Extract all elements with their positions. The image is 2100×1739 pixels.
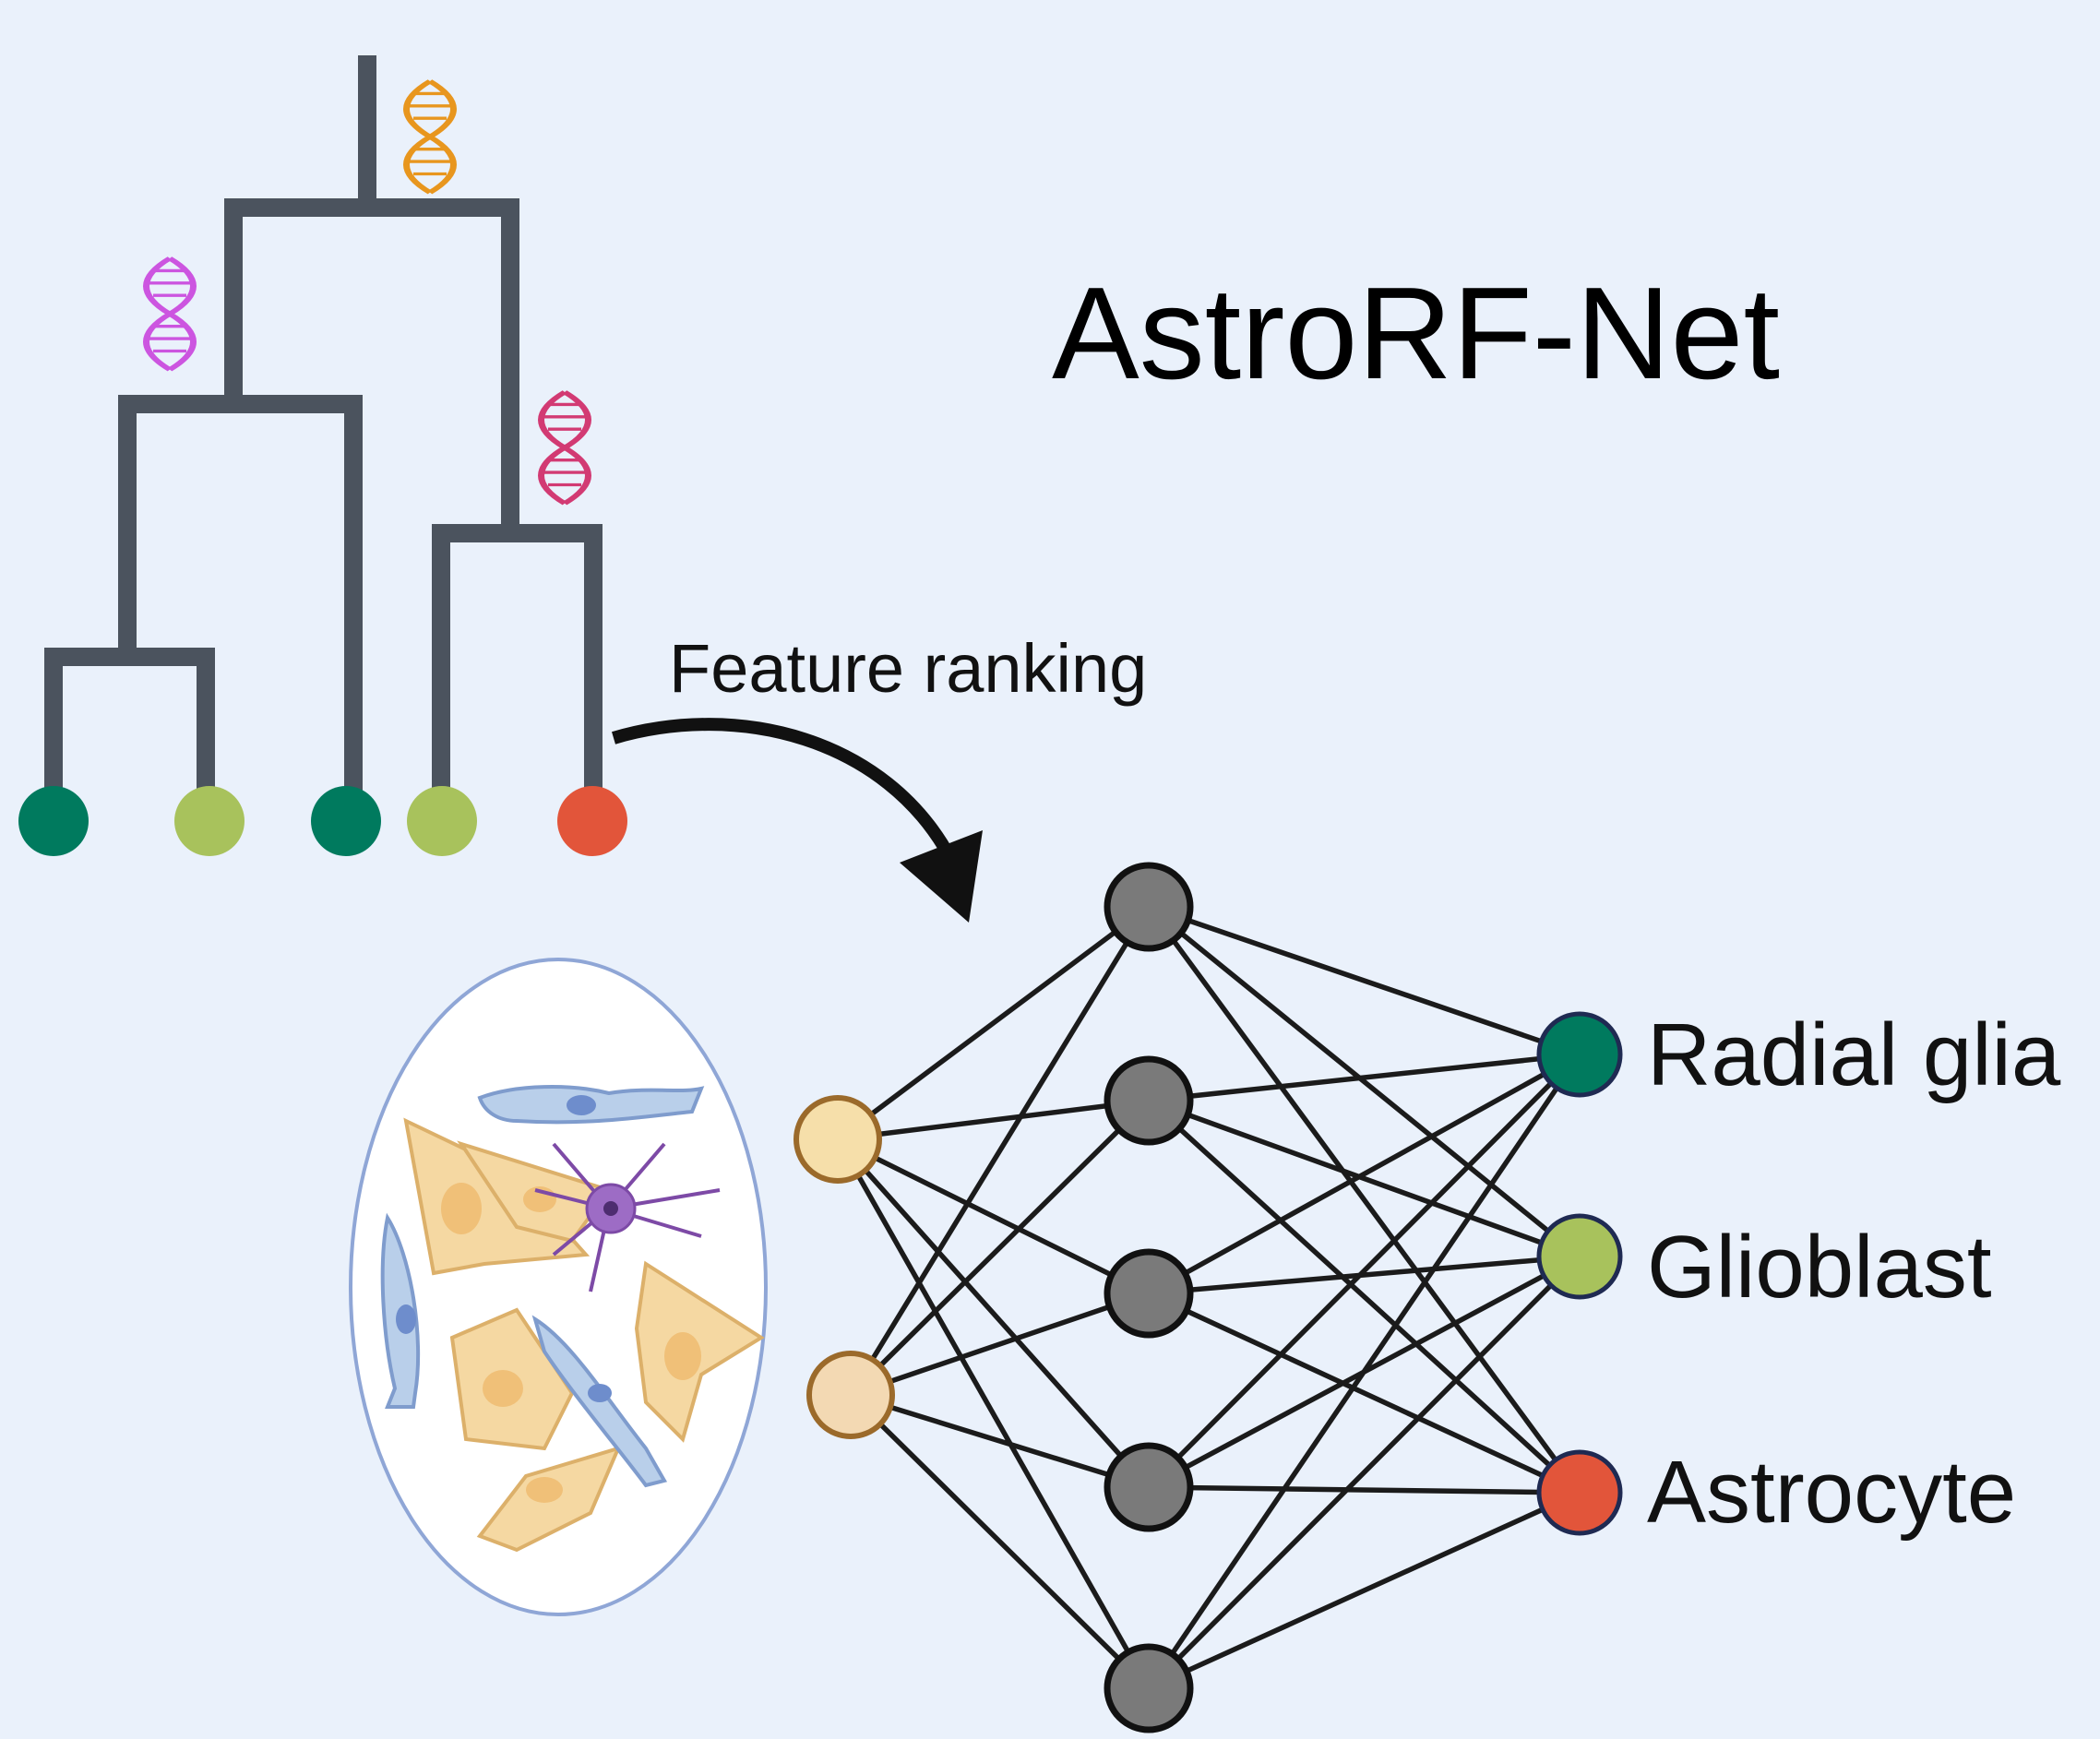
hidden-node-3 bbox=[1104, 1248, 1194, 1339]
edge-input-2-hidden-4 bbox=[850, 1392, 1150, 1490]
edge-input-1-hidden-4 bbox=[835, 1137, 1151, 1489]
neural-network bbox=[793, 862, 1623, 1733]
tree-leaf-astrocyte bbox=[557, 786, 627, 856]
feature-ranking-label: Feature ranking bbox=[669, 630, 1147, 707]
tree-leaf-radial-glia bbox=[311, 786, 381, 856]
edge-input-1-hidden-1 bbox=[836, 904, 1151, 1142]
edge-input-1-hidden-2 bbox=[837, 1098, 1150, 1142]
edge-input-2-hidden-1 bbox=[848, 905, 1151, 1397]
edge-hidden-1-output-2 bbox=[1147, 904, 1581, 1259]
input-node-1 bbox=[793, 1095, 882, 1184]
dna-helix-icon-orange bbox=[407, 81, 454, 193]
label-radial-glia: Radial glia bbox=[1647, 1006, 2061, 1104]
edge-input-2-hidden-5 bbox=[849, 1393, 1151, 1690]
edge-hidden-4-output-3 bbox=[1148, 1484, 1581, 1495]
edge-hidden-2-output-3 bbox=[1147, 1098, 1581, 1495]
edge-hidden-3-output-3 bbox=[1147, 1291, 1581, 1495]
label-astrocyte: Astrocyte bbox=[1647, 1443, 2016, 1542]
brain-cells-icon bbox=[349, 958, 768, 1616]
curved-arrow-icon bbox=[612, 718, 983, 923]
edge-hidden-2-output-1 bbox=[1148, 1052, 1581, 1103]
dna-helix-icon-crimson bbox=[542, 392, 589, 504]
output-node-glioblast bbox=[1536, 1213, 1623, 1300]
edge-hidden-1-output-3 bbox=[1146, 905, 1582, 1495]
edge-hidden-4-output-1 bbox=[1147, 1053, 1581, 1489]
edge-hidden-5-output-3 bbox=[1147, 1490, 1581, 1691]
output-node-astrocyte bbox=[1536, 1449, 1623, 1536]
edge-hidden-5-output-1 bbox=[1146, 1053, 1582, 1690]
decision-tree bbox=[18, 55, 627, 856]
tree-leaf-glioblast bbox=[174, 786, 245, 856]
tree-leaf-glioblast bbox=[407, 786, 477, 856]
edge-hidden-3-output-1 bbox=[1147, 1052, 1581, 1296]
edge-hidden-3-output-2 bbox=[1148, 1254, 1581, 1296]
hidden-node-2 bbox=[1104, 1055, 1194, 1146]
edge-hidden-1-output-1 bbox=[1148, 904, 1581, 1057]
label-glioblast: Glioblast bbox=[1647, 1218, 1992, 1316]
edge-hidden-5-output-2 bbox=[1147, 1255, 1581, 1690]
edge-input-2-hidden-2 bbox=[849, 1099, 1151, 1397]
input-node-2 bbox=[806, 1351, 895, 1439]
edge-input-1-hidden-5 bbox=[835, 1137, 1151, 1690]
hidden-node-4 bbox=[1104, 1442, 1194, 1532]
edge-input-1-hidden-3 bbox=[836, 1137, 1151, 1296]
diagram-title: AstroRF-Net bbox=[1052, 260, 1780, 407]
edge-input-2-hidden-3 bbox=[850, 1291, 1150, 1398]
tree-leaf-radial-glia bbox=[18, 786, 89, 856]
edge-hidden-2-output-2 bbox=[1148, 1098, 1581, 1259]
output-node-radial-glia bbox=[1536, 1011, 1623, 1098]
hidden-node-5 bbox=[1104, 1643, 1194, 1733]
hidden-node-1 bbox=[1104, 862, 1194, 952]
dna-helix-icon-magenta bbox=[147, 258, 194, 370]
network-edges bbox=[835, 904, 1582, 1691]
